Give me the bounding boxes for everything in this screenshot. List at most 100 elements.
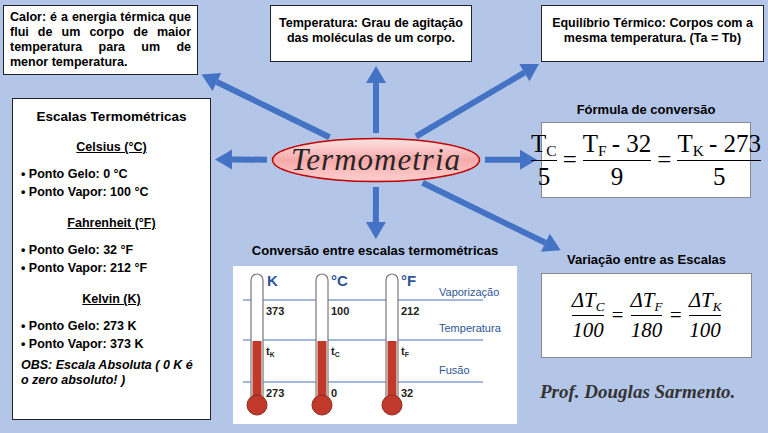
mercury-column [253, 341, 262, 403]
reading: 273 [266, 387, 284, 399]
central-ellipse: Termometria [271, 137, 481, 183]
fraction: TC5 [531, 130, 557, 191]
scale-text: • Ponto Vapor: 100 °C [21, 185, 202, 200]
reading: 32 [401, 387, 413, 399]
scale-label: Temperatura [439, 322, 501, 334]
thermometer-tube [386, 274, 398, 402]
reading: tF [401, 345, 409, 357]
thermometer-panel: K°C°FVaporização373100212TemperaturatKtC… [233, 266, 517, 424]
formula-term: 180 [631, 318, 663, 343]
subscript: K [693, 142, 704, 160]
definition-text: Calor: é a energia térmica que flui de u… [10, 10, 191, 70]
formula-box: TC5=TF- 329=TK- 2735 [541, 122, 751, 198]
reading: tC [331, 345, 340, 357]
thermometer-bulb [382, 395, 402, 415]
author-signature: Prof. Douglas Sarmento. [540, 381, 735, 403]
subscript: F [655, 299, 663, 315]
formula-term: 9 [611, 163, 624, 191]
arrow-head [215, 150, 232, 170]
connector-arrow [423, 183, 561, 252]
subscript: C [546, 142, 556, 160]
central-title: Termometria [291, 142, 461, 178]
thermometer-bulb [247, 395, 267, 415]
reading: 0 [331, 387, 337, 399]
arrow-shaft [232, 157, 267, 163]
fraction-bar [689, 315, 722, 316]
connector-arrow [416, 64, 539, 136]
definition-text: Temperatura: Grau de agitação das molécu… [277, 16, 465, 46]
panel-heading: Variação entre as Escalas [541, 252, 752, 267]
equals-sign: = [563, 146, 577, 174]
arrow-shaft [416, 73, 524, 137]
equals-sign: = [610, 303, 624, 328]
formula-term: 5 [713, 163, 726, 191]
formula-panel: Variação entre as EscalasΔTC100=ΔTF180=Δ… [541, 252, 752, 358]
formula-term: ΔT [572, 288, 596, 313]
formula-term: 100 [572, 318, 604, 343]
level-line [243, 382, 483, 383]
scale-text: Celsius (°C) [21, 140, 202, 155]
connector-arrow [366, 187, 386, 239]
scale-text: • Ponto Gelo: 273 K [21, 319, 202, 334]
subscript: F [598, 142, 607, 160]
level-line [243, 340, 483, 341]
definition-text: Equilíbrio Térmico: Corpos com a mesma t… [548, 16, 757, 46]
scale-text: Kelvin (K) [21, 292, 202, 307]
scale-label: K [267, 272, 278, 289]
fraction-bar [677, 160, 761, 161]
scale-label: Vaporização [439, 286, 499, 298]
thermometer-bulb [312, 395, 332, 415]
scale-text: Fahrenheit (°F) [21, 216, 202, 231]
formula-term: T [677, 130, 692, 158]
formula-panel: Fórmula de conversãoTC5=TF- 329=TK- 2735 [541, 102, 751, 198]
arrow-head [519, 64, 539, 81]
fraction-bar [583, 160, 651, 161]
reading: tK [266, 345, 275, 357]
formula-term: T [583, 130, 598, 158]
fraction: ΔTC 100 [572, 288, 605, 343]
subscript: C [596, 299, 605, 315]
formula-term: - 273 [709, 130, 761, 158]
subscript: F [405, 351, 409, 358]
formula-term: ΔT [689, 288, 713, 313]
reading: 373 [266, 305, 284, 317]
arrow-head [366, 66, 386, 83]
fraction-bar [572, 315, 605, 316]
formula-term: 100 [689, 318, 721, 343]
subscript: K [713, 299, 722, 315]
scale-text: OBS: Escala Absoluta ( 0 K é o zero abso… [21, 358, 202, 388]
connector-arrow [202, 73, 330, 137]
scale-text: • Ponto Vapor: 212 °F [21, 261, 202, 276]
level-line [243, 300, 483, 301]
mercury-column [388, 341, 397, 403]
arrow-head [366, 222, 386, 239]
subscript: C [335, 351, 340, 358]
fraction-bar [631, 315, 663, 316]
scale-label: °C [331, 272, 348, 289]
scale-text: • Ponto Gelo: 32 °F [21, 243, 202, 258]
scale-label: Fusão [439, 364, 470, 376]
scale-text: • Ponto Vapor: 373 K [21, 337, 202, 352]
connector-arrow [485, 150, 537, 170]
mercury-column [318, 341, 327, 403]
box-heading: Escalas Termométricas [21, 109, 202, 124]
formula-term: - 32 [612, 130, 652, 158]
scales-box: Escalas TermométricasCelsius (°C) • Ponto… [12, 98, 211, 420]
thermometer-tube [251, 274, 263, 402]
fraction: ΔTK 100 [689, 288, 722, 343]
scale-text: • Ponto Gelo: 0 °C [21, 167, 202, 182]
equals-sign: = [657, 146, 671, 174]
reading: 212 [401, 305, 419, 317]
subscript: K [270, 351, 275, 358]
formula-term: T [531, 130, 546, 158]
arrow-shaft [423, 183, 546, 243]
arrow-shaft [373, 83, 379, 133]
arrow-shaft [485, 157, 520, 163]
formula-box: ΔTC100=ΔTF180=ΔTK100 [541, 273, 752, 358]
arrow-head [202, 73, 222, 91]
arrow-shaft [217, 82, 330, 137]
fraction: TK - 273 5 [677, 130, 761, 191]
conversion-panel: Conversão entre escalas termométricasK°C… [233, 243, 517, 424]
scale-label: °F [401, 272, 416, 289]
formula: ΔTC100=ΔTF180=ΔTK100 [569, 288, 725, 343]
